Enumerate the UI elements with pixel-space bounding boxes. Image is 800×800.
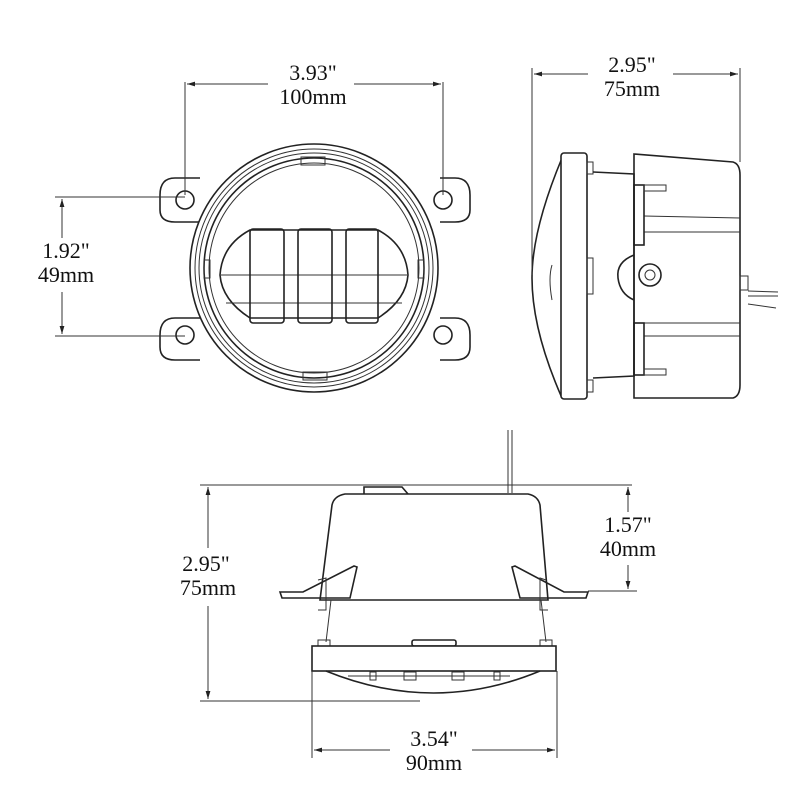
mount-hole-icon	[175, 325, 195, 345]
side-depth-mm: 75mm	[604, 76, 660, 101]
total-height-inch: 2.95"	[182, 551, 229, 576]
top-bezel	[311, 645, 557, 672]
led-lens-1	[249, 228, 285, 324]
top-lens	[325, 670, 541, 694]
side-view	[531, 152, 779, 400]
hole-spacing-mm: 49mm	[38, 262, 94, 287]
side-lens	[531, 157, 563, 399]
dimension-side-depth: 2.95" 75mm	[531, 52, 741, 275]
side-depth-inch: 2.95"	[608, 52, 655, 77]
front-width-mm: 100mm	[279, 84, 346, 109]
pivot-bolt-icon	[638, 263, 662, 287]
total-height-mm: 75mm	[180, 575, 236, 600]
flange-right	[511, 565, 590, 599]
front-view	[159, 143, 471, 393]
dimension-top-housing-height: 1.57" 40mm	[588, 487, 656, 592]
housing-height-inch: 1.57"	[604, 512, 651, 537]
dimension-hole-spacing: 1.92" 49mm	[38, 196, 185, 337]
bezel-rings	[189, 143, 439, 393]
led-lens-3	[345, 228, 379, 324]
front-width-inch: 3.93"	[289, 60, 336, 85]
side-housing	[633, 153, 741, 399]
wire-leads	[747, 290, 779, 309]
lens-diameter-inch: 3.54"	[410, 726, 457, 751]
side-bezel	[560, 152, 588, 400]
mount-hole-icon	[433, 325, 453, 345]
housing-height-mm: 40mm	[600, 536, 656, 561]
top-view	[278, 430, 590, 694]
dimension-top-lens-diameter: 3.54" 90mm	[311, 671, 558, 775]
mounting-ears	[159, 177, 471, 361]
dimension-top-total-height: 2.95" 75mm	[180, 484, 632, 702]
led-lens-2	[297, 228, 333, 324]
flange-left	[278, 565, 358, 599]
dimension-front-width: 3.93" 100mm	[184, 60, 444, 195]
hole-spacing-inch: 1.92"	[42, 238, 89, 263]
top-wire	[507, 430, 513, 493]
lens-diameter-mm: 90mm	[406, 750, 462, 775]
top-housing	[319, 493, 549, 601]
led-module	[219, 228, 409, 324]
